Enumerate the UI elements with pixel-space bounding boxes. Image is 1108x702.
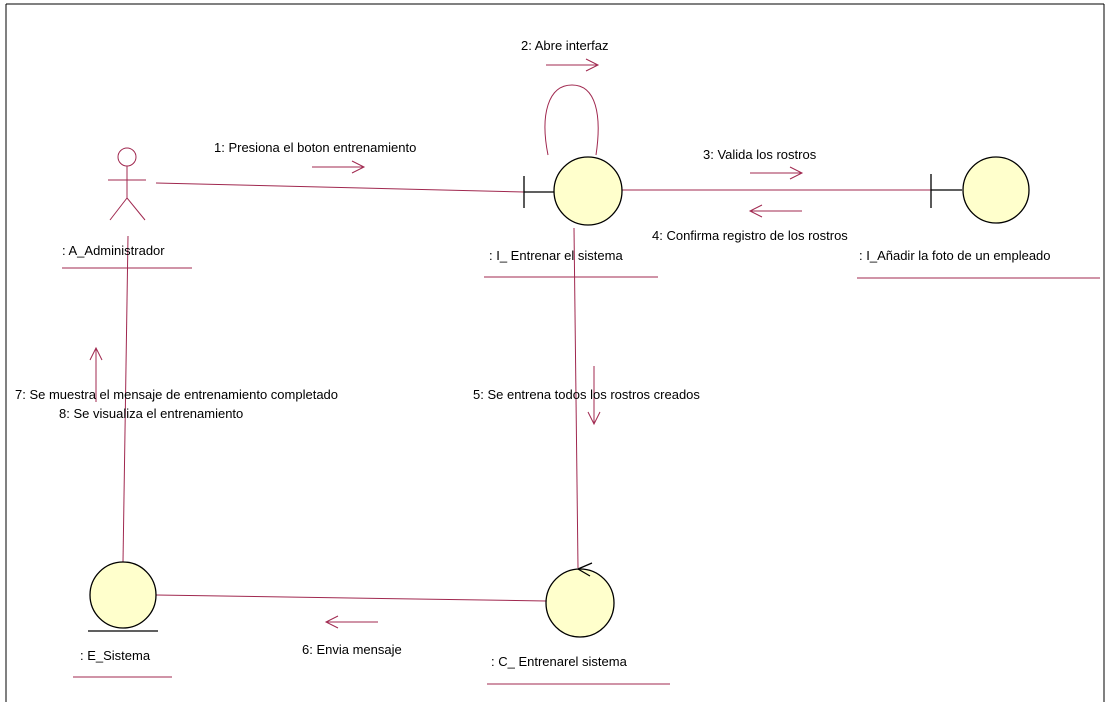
entity-system-label: : E_Sistema [80, 648, 151, 663]
boundary-iface-photo[interactable]: : I_Añadir la foto de un empleado [857, 156, 1100, 279]
boundary-iface-photo-label: : I_Añadir la foto de un empleado [859, 248, 1051, 263]
arrow-m2 [546, 58, 600, 72]
entity-system[interactable]: : E_Sistema [73, 561, 172, 678]
control-icon [545, 562, 615, 638]
message-label-m2: 2: Abre interfaz [521, 38, 608, 53]
message-label-m8: 8: Se visualiza el entrenamiento [59, 406, 243, 421]
message-label-m5: 5: Se entrena todos los rostros creados [473, 387, 700, 402]
arrow-m4 [748, 204, 802, 218]
message-arrows [89, 58, 804, 629]
control-train-label: : C_ Entrenarel sistema [491, 654, 628, 669]
arrow-m1 [312, 160, 366, 174]
control-train[interactable]: : C_ Entrenarel sistema [487, 562, 670, 685]
link-admin-iface [155, 182, 525, 193]
boundary-icon [930, 156, 1030, 224]
arrow-m5 [587, 366, 601, 426]
message-label-m6: 6: Envia mensaje [302, 642, 402, 657]
arrow-m6 [324, 615, 378, 629]
link-self-loop [544, 84, 599, 156]
actor-icon [108, 147, 146, 221]
message-label-m1: 1: Presiona el boton entrenamiento [214, 140, 416, 155]
link-entity-admin [122, 235, 129, 563]
boundary-iface-train[interactable]: : I_ Entrenar el sistema [484, 156, 658, 278]
link-iface-control [573, 227, 579, 569]
boundary-icon [523, 156, 623, 226]
message-label-m3: 3: Valida los rostros [703, 147, 817, 162]
arrow-m3 [750, 166, 804, 180]
arrow-m7-m8 [89, 346, 103, 402]
message-label-m4: 4: Confirma registro de los rostros [652, 228, 848, 243]
links [122, 84, 931, 602]
actor-admin-label: : A_Administrador [62, 243, 165, 258]
link-control-entity [155, 594, 547, 602]
boundary-iface-train-label: : I_ Entrenar el sistema [489, 248, 623, 263]
message-label-m7: 7: Se muestra el mensaje de entrenamient… [15, 387, 338, 402]
entity-icon [88, 561, 158, 632]
actor-admin[interactable]: : A_Administrador [62, 147, 192, 269]
